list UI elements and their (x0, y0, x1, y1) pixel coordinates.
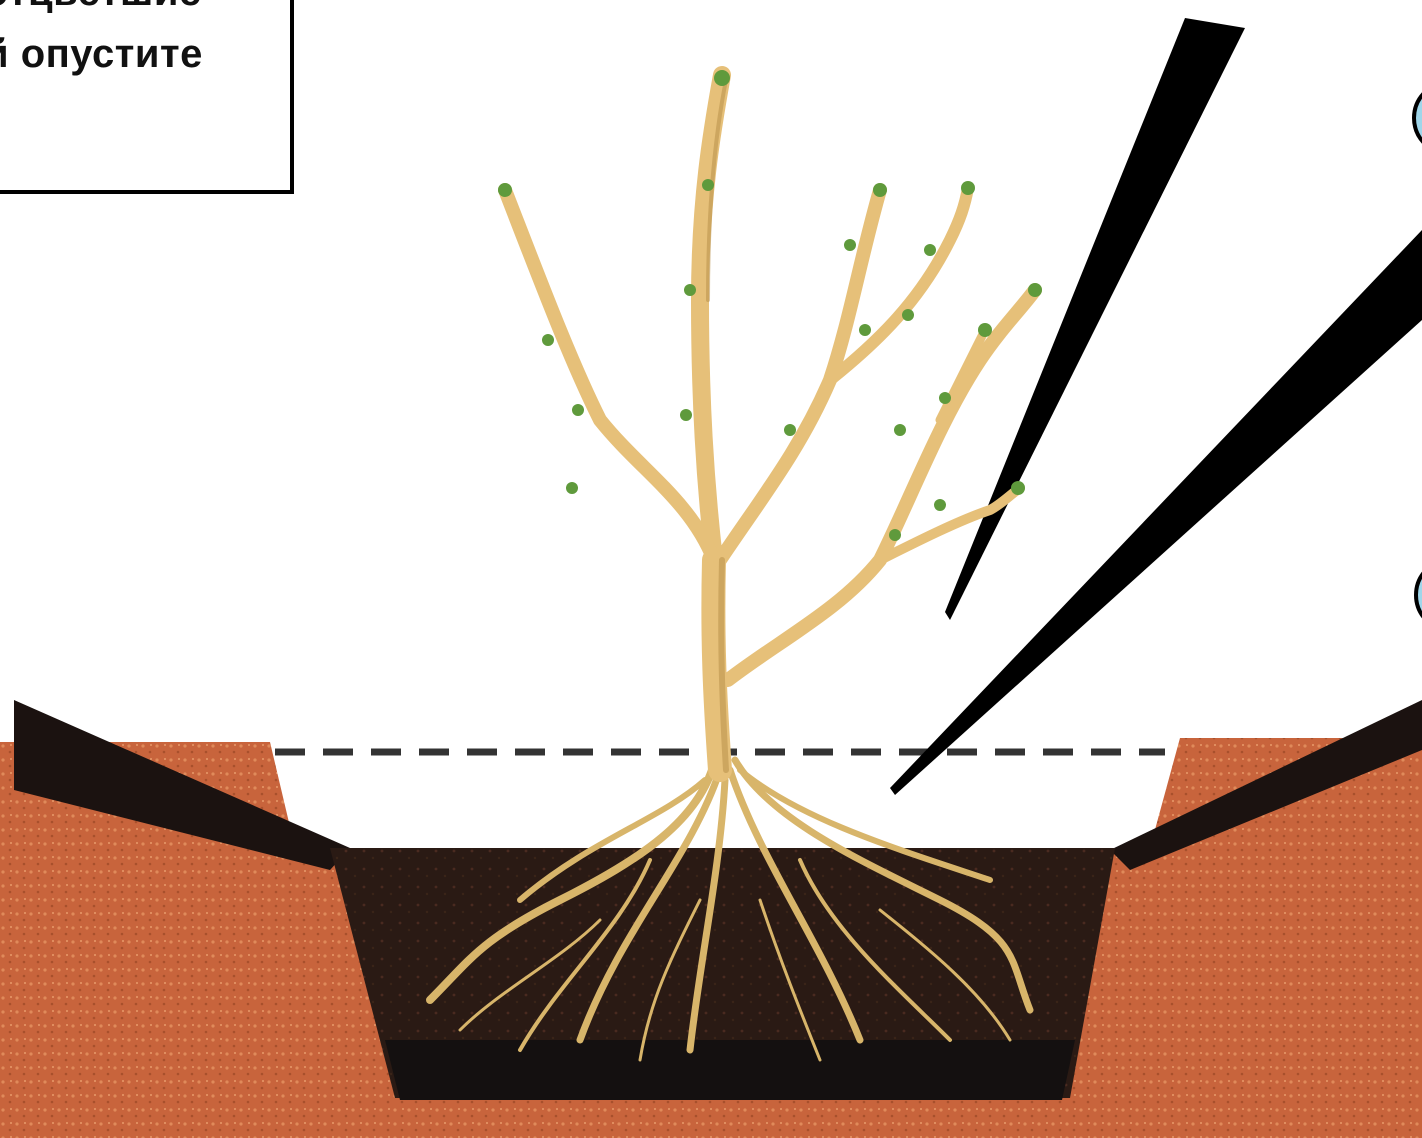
plant-buds (498, 70, 1042, 541)
caption-line-1: отцветшие (0, 0, 202, 15)
plant-stems (505, 75, 1035, 770)
callout-circle-icon (1414, 82, 1422, 154)
trench-bottom (385, 1040, 1075, 1100)
callout-circle-icon (1416, 559, 1422, 631)
pointer-line-icon (945, 18, 1245, 620)
caption-box: отцветшие й опустите (0, 0, 294, 194)
caption-line-2: й опустите (0, 32, 203, 77)
